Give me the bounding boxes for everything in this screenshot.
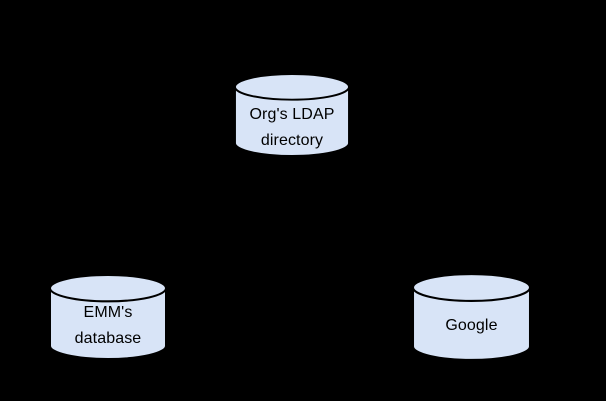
node-label: EMM's database bbox=[48, 300, 168, 352]
node-label-line: directory bbox=[260, 132, 324, 149]
database-cylinder-icon bbox=[49, 274, 167, 360]
node-google: Google bbox=[411, 273, 532, 362]
node-emms-database: EMM's database bbox=[48, 274, 168, 361]
node-label-line: Google bbox=[445, 317, 498, 334]
node-label: Org's LDAP directory bbox=[233, 102, 351, 154]
node-label: Google bbox=[411, 313, 532, 339]
database-cylinder-icon bbox=[412, 273, 531, 361]
node-label-line: EMM's bbox=[83, 304, 133, 321]
node-orgs-ldap-directory: Org's LDAP directory bbox=[233, 73, 351, 158]
node-label-line: Org's LDAP bbox=[249, 106, 335, 123]
database-cylinder-icon bbox=[233, 73, 351, 157]
node-label-line: database bbox=[74, 330, 142, 347]
